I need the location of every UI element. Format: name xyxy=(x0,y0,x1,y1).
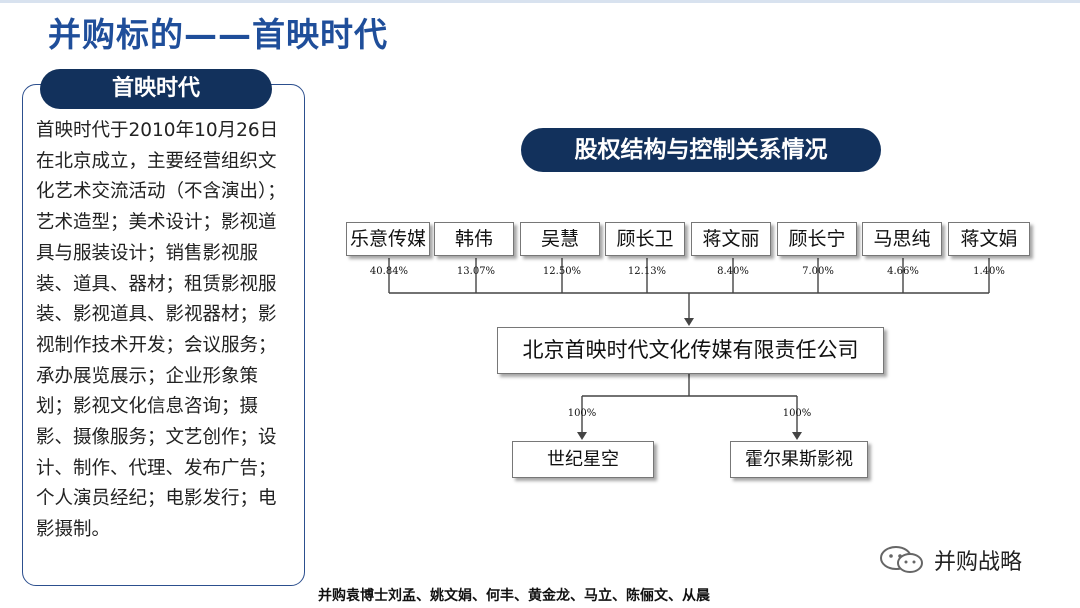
subsidiary-percent: 100% xyxy=(567,408,597,419)
shareholding-percent: 13.07% xyxy=(456,266,496,277)
shareholder-box: 蒋文娟 xyxy=(948,222,1030,256)
shareholding-percent: 12.50% xyxy=(542,266,582,277)
shareholder-box: 吴慧 xyxy=(520,222,600,256)
shareholder-box: 顾长宁 xyxy=(777,222,857,256)
shareholding-percent: 12.13% xyxy=(627,266,667,277)
top-border xyxy=(0,0,1080,3)
subsidiary-box: 世纪星空 xyxy=(512,441,654,478)
shareholding-percent: 8.40% xyxy=(717,266,749,277)
sidebar-description: 首映时代于2010年10月26日在北京成立，主要经营组织文化艺术交流活动（不含演… xyxy=(36,120,286,541)
shareholding-percent: 40.84% xyxy=(369,266,409,277)
watermark-text: 并购战略 xyxy=(934,550,1023,575)
shareholder-box: 马思纯 xyxy=(862,222,942,256)
shareholder-box: 蒋文丽 xyxy=(691,222,771,256)
company-box: 北京首映时代文化传媒有限责任公司 xyxy=(497,327,884,374)
sidebar-tag: 首映时代 xyxy=(40,69,272,109)
shareholding-percent: 4.66% xyxy=(887,266,919,277)
page-title: 并购标的——首映时代 xyxy=(48,15,388,54)
subsidiary-box: 霍尔果斯影视 xyxy=(730,441,868,478)
shareholding-percent: 1.40% xyxy=(973,266,1005,277)
shareholder-box: 顾长卫 xyxy=(605,222,685,256)
shareholder-box: 韩伟 xyxy=(434,222,514,256)
subsidiary-percent: 100% xyxy=(782,408,812,419)
footer-credits: 并购袁博士刘孟、姚文娟、何丰、黄金龙、马立、陈俪文、从晨 xyxy=(318,588,710,604)
shareholding-percent: 7.00% xyxy=(802,266,834,277)
wechat-icon xyxy=(880,546,923,573)
sidebar-panel xyxy=(22,84,305,586)
shareholder-box: 乐意传媒 xyxy=(346,222,430,256)
watermark: 并购战略 xyxy=(878,543,1022,577)
chart-title-tag: 股权结构与控制关系情况 xyxy=(521,128,881,172)
